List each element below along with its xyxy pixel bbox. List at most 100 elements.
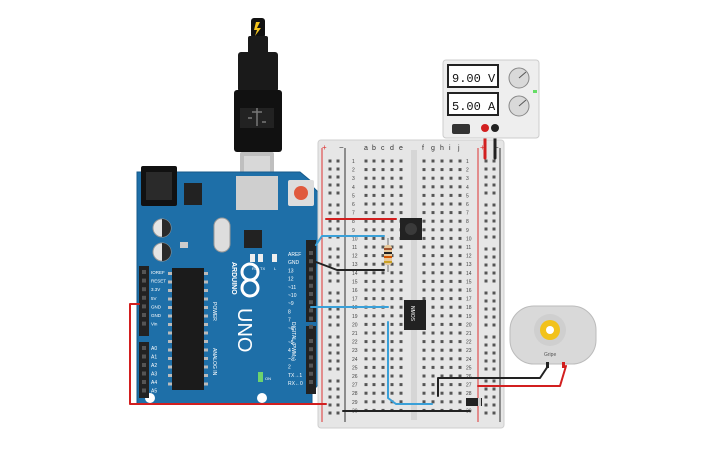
rail-hole[interactable] <box>484 299 488 303</box>
breadboard-hole[interactable] <box>449 219 453 223</box>
header-pin[interactable] <box>309 292 313 296</box>
breadboard-hole[interactable] <box>364 211 368 215</box>
breadboard-hole[interactable] <box>372 365 376 369</box>
breadboard-hole[interactable] <box>381 159 385 163</box>
breadboard-hole[interactable] <box>381 348 385 352</box>
breadboard-hole[interactable] <box>431 348 435 352</box>
breadboard-hole[interactable] <box>372 262 376 266</box>
header-pin[interactable] <box>142 321 146 326</box>
rail-hole[interactable] <box>484 315 488 319</box>
rail-hole[interactable] <box>328 395 332 399</box>
breadboard-hole[interactable] <box>399 254 403 258</box>
header-pin[interactable] <box>142 354 146 359</box>
rail-hole[interactable] <box>484 387 488 391</box>
breadboard-hole[interactable] <box>399 168 403 172</box>
breadboard-hole[interactable] <box>449 365 453 369</box>
breadboard-hole[interactable] <box>458 271 462 275</box>
breadboard-hole[interactable] <box>458 176 462 180</box>
breadboard-hole[interactable] <box>449 288 453 292</box>
breadboard-hole[interactable] <box>390 365 394 369</box>
breadboard-hole[interactable] <box>458 219 462 223</box>
rail-hole[interactable] <box>328 351 332 355</box>
breadboard-hole[interactable] <box>440 365 444 369</box>
breadboard-hole[interactable] <box>458 314 462 318</box>
breadboard-hole[interactable] <box>399 348 403 352</box>
header-pin[interactable] <box>142 270 146 274</box>
rail-hole[interactable] <box>484 359 488 363</box>
breadboard-hole[interactable] <box>381 202 385 206</box>
rail-hole[interactable] <box>328 271 332 275</box>
rail-hole[interactable] <box>336 299 340 303</box>
rail-hole[interactable] <box>336 359 340 363</box>
rail-hole[interactable] <box>492 307 496 311</box>
rail-hole[interactable] <box>336 307 340 311</box>
rail-hole[interactable] <box>336 367 340 371</box>
rail-hole[interactable] <box>492 263 496 267</box>
breadboard-hole[interactable] <box>364 245 368 249</box>
rail-hole[interactable] <box>492 211 496 215</box>
wires[interactable] <box>129 126 567 412</box>
power-supply[interactable]: 9.00 V 5.00 A <box>442 59 540 139</box>
rail-hole[interactable] <box>492 387 496 391</box>
breadboard-hole[interactable] <box>372 202 376 206</box>
rail-hole[interactable] <box>484 351 488 355</box>
breadboard-hole[interactable] <box>372 340 376 344</box>
rail-hole[interactable] <box>328 403 332 407</box>
breadboard-hole[interactable] <box>449 314 453 318</box>
breadboard-hole[interactable] <box>390 185 394 189</box>
rail-hole[interactable] <box>328 219 332 223</box>
header-pin[interactable] <box>309 259 313 264</box>
breadboard-hole[interactable] <box>390 228 394 232</box>
header-pin[interactable] <box>309 275 313 280</box>
breadboard-hole[interactable] <box>422 219 426 223</box>
breadboard-hole[interactable] <box>458 383 462 387</box>
breadboard-hole[interactable] <box>449 211 453 215</box>
breadboard-hole[interactable] <box>399 331 403 335</box>
breadboard-hole[interactable] <box>458 202 462 206</box>
breadboard-hole[interactable] <box>440 236 444 240</box>
breadboard-hole[interactable] <box>381 219 385 223</box>
rail-hole[interactable] <box>336 395 340 399</box>
breadboard-hole[interactable] <box>390 262 394 266</box>
breadboard-hole[interactable] <box>390 374 394 378</box>
breadboard-hole[interactable] <box>440 185 444 189</box>
breadboard-hole[interactable] <box>381 279 385 283</box>
breadboard-hole[interactable] <box>431 279 435 283</box>
breadboard-hole[interactable] <box>390 288 394 292</box>
breadboard-hole[interactable] <box>449 279 453 283</box>
header-pin[interactable] <box>309 363 313 368</box>
breadboard-hole[interactable] <box>440 262 444 266</box>
header-pin[interactable] <box>309 339 313 343</box>
rail-hole[interactable] <box>328 175 332 179</box>
header-pin[interactable] <box>142 313 146 317</box>
rail-hole[interactable] <box>336 167 340 171</box>
breadboard-hole[interactable] <box>372 219 376 223</box>
rail-hole[interactable] <box>484 227 488 231</box>
rail-hole[interactable] <box>492 367 496 371</box>
breadboard-hole[interactable] <box>372 236 376 240</box>
rail-hole[interactable] <box>328 315 332 319</box>
rail-hole[interactable] <box>328 203 332 207</box>
breadboard-hole[interactable] <box>458 322 462 326</box>
breadboard-hole[interactable] <box>458 262 462 266</box>
breadboard-hole[interactable] <box>364 262 368 266</box>
rail-hole[interactable] <box>328 183 332 187</box>
breadboard-hole[interactable] <box>399 340 403 344</box>
breadboard-hole[interactable] <box>390 348 394 352</box>
breadboard-hole[interactable] <box>422 159 426 163</box>
breadboard-hole[interactable] <box>458 305 462 309</box>
rail-hole[interactable] <box>484 395 488 399</box>
rail-hole[interactable] <box>328 255 332 259</box>
breadboard-hole[interactable] <box>449 228 453 232</box>
header-pin[interactable] <box>142 346 146 350</box>
breadboard-hole[interactable] <box>399 176 403 180</box>
rail-hole[interactable] <box>484 343 488 347</box>
breadboard-hole[interactable] <box>422 245 426 249</box>
header-pin[interactable] <box>309 316 313 321</box>
rail-hole[interactable] <box>328 323 332 327</box>
breadboard-hole[interactable] <box>399 383 403 387</box>
breadboard-hole[interactable] <box>422 340 426 344</box>
breadboard-hole[interactable] <box>390 383 394 387</box>
breadboard-hole[interactable] <box>422 271 426 275</box>
breadboard-hole[interactable] <box>431 374 435 378</box>
